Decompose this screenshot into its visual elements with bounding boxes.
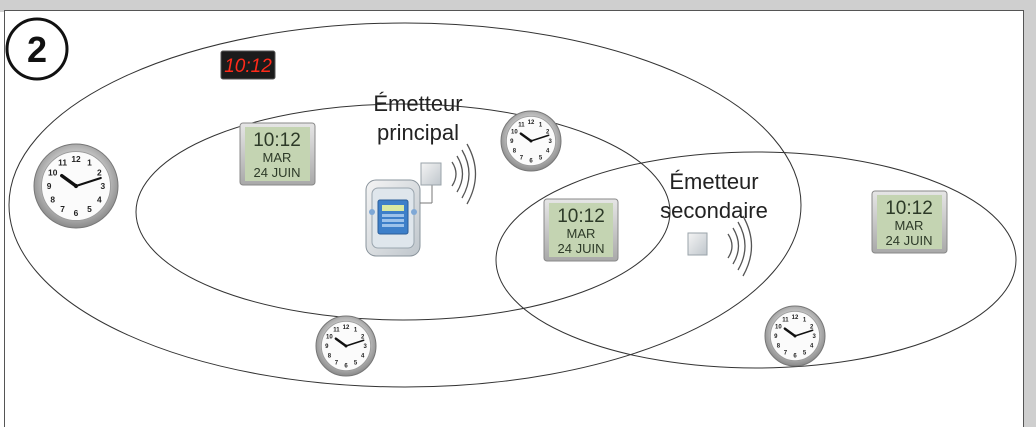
- analog-clock-top-numeral: 2: [546, 130, 550, 136]
- analog-clock-large-numeral: 5: [87, 204, 92, 214]
- primary-antenna: [420, 162, 442, 186]
- analog-clock-bottom-left-numeral: 8: [328, 354, 332, 360]
- analog-clock-bottom-right-numeral: 8: [777, 344, 781, 350]
- analog-clock-large-numeral: 10: [48, 168, 58, 178]
- analog-clock-top-numeral: 9: [510, 139, 514, 145]
- analog-clock-top-minute-hand: [530, 134, 550, 142]
- frame-right-bar: [1022, 0, 1036, 427]
- analog-clock-bottom-right-numeral: 5: [803, 351, 807, 357]
- analog-clock-top-numeral: 5: [539, 156, 543, 162]
- analog-clock-top-numeral: 1: [539, 122, 543, 128]
- analog-clock-top-numeral: 4: [546, 149, 550, 155]
- coverage-zone-secondary: [495, 151, 1017, 369]
- analog-clock-bottom-left-minute-hand: [345, 339, 365, 347]
- coverage-zone-primary: [135, 103, 671, 321]
- analog-clock-bottom-right-numeral: 9: [774, 334, 778, 340]
- analog-clock-top-numeral: 12: [528, 120, 535, 126]
- analog-clock-bottom-left-hour-hand: [334, 337, 348, 348]
- lcd-clock-1-time: 10:12: [253, 130, 301, 151]
- step-number-text: 2: [27, 29, 47, 70]
- lcd-clock-2: 10:12 MAR 24 JUIN: [543, 198, 619, 262]
- frame-top-bar: [0, 0, 1036, 12]
- led-clock-time: 10:12: [224, 56, 272, 77]
- analog-clock-bottom-right-numeral: 11: [782, 317, 789, 323]
- analog-clock-large-numeral: 9: [47, 181, 52, 191]
- analog-clock-bottom-left-numeral: 7: [335, 361, 339, 367]
- analog-clock-bottom-left-numeral: 10: [326, 335, 333, 341]
- analog-clock-bottom-left-numeral: 12: [343, 325, 350, 331]
- analog-clock-large-numeral: 11: [58, 158, 67, 168]
- secondary-antenna: [687, 232, 708, 256]
- analog-clock-bottom-left-numeral: 4: [361, 354, 365, 360]
- lcd-clock-1-date: 24 JUIN: [254, 165, 301, 180]
- primary-transmitter-label-line1: Émetteur: [373, 91, 462, 116]
- analog-clock-large-numeral: 8: [50, 194, 55, 204]
- analog-clock-bottom-left-numeral: 6: [344, 363, 348, 369]
- lcd-clock-2-date: 24 JUIN: [558, 241, 605, 256]
- analog-clock-bottom-right-numeral: 7: [784, 351, 788, 357]
- analog-clock-bottom-right-numeral: 3: [813, 334, 817, 340]
- primary-transmitter-label-line2: principal: [377, 120, 459, 145]
- analog-clock-large-numeral: 2: [97, 168, 102, 178]
- master-clock-device: [365, 179, 433, 257]
- step-number-badge: [5, 17, 69, 81]
- lcd-clock-1: 10:12 MAR 24 JUIN: [239, 122, 316, 186]
- lcd-clock-2-time: 10:12: [557, 206, 605, 227]
- lcd-clock-1-day: MAR: [263, 150, 292, 165]
- analog-clock-bottom-right-numeral: 12: [792, 315, 799, 321]
- analog-clock-bottom-right-numeral: 6: [793, 353, 797, 359]
- secondary-transmitter-label-line2: secondaire: [660, 198, 768, 223]
- analog-clock-top-numeral: 6: [529, 158, 533, 164]
- analog-clock-bottom-right-minute-hand: [794, 329, 814, 337]
- analog-clock-bottom-left-numeral: 1: [354, 327, 358, 333]
- analog-clock-top-numeral: 7: [520, 156, 524, 162]
- analog-clock-large-numeral: 1: [87, 158, 92, 168]
- analog-clock-top-numeral: 11: [518, 122, 525, 128]
- analog-clock-bottom-left-numeral: 5: [354, 361, 358, 367]
- analog-clock-bottom-left-numeral: 9: [325, 344, 329, 350]
- secondary-radio-waves-icon: [727, 215, 753, 277]
- analog-clock-bottom-right-numeral: 4: [810, 344, 814, 350]
- analog-clock-large-numeral: 4: [97, 194, 102, 204]
- analog-clock-large-numeral: 3: [101, 181, 106, 191]
- analog-clock-bottom-right-numeral: 1: [803, 317, 807, 323]
- lcd-clock-3-time: 10:12: [885, 198, 933, 219]
- frame-border: [4, 10, 1024, 427]
- analog-clock-large-numeral: 6: [74, 208, 79, 218]
- analog-clock-large-numeral: 12: [71, 154, 81, 164]
- analog-clock-bottom-right-numeral: 2: [810, 325, 814, 331]
- analog-clock-top-hour-hand: [519, 132, 533, 143]
- led-digital-clock: 10:12: [220, 50, 276, 80]
- secondary-transmitter-label-line1: Émetteur: [669, 169, 758, 194]
- coverage-zone-outer: [8, 22, 802, 388]
- analog-clock-top-numeral: 10: [511, 130, 518, 136]
- analog-clock-large-minute-hand: [74, 176, 102, 188]
- lcd-clock-3-date: 24 JUIN: [886, 233, 933, 248]
- analog-clock-top-numeral: 8: [513, 149, 517, 155]
- analog-clock-bottom-left-numeral: 3: [364, 344, 368, 350]
- analog-clock-bottom-left-numeral: 2: [361, 335, 365, 341]
- analog-clock-bottom-right-numeral: 10: [775, 325, 782, 331]
- lcd-clock-2-day: MAR: [567, 226, 596, 241]
- analog-clock-bottom-left-numeral: 11: [333, 327, 340, 333]
- analog-clock-top-numeral: 3: [549, 139, 553, 145]
- analog-clock-large-numeral: 7: [60, 204, 65, 214]
- analog-clock-large-hour-hand: [60, 173, 78, 188]
- lcd-clock-3-day: MAR: [895, 218, 924, 233]
- lcd-clock-3: 10:12 MAR 24 JUIN: [871, 190, 948, 254]
- primary-radio-waves-icon: [451, 143, 477, 205]
- analog-clock-bottom-right-hour-hand: [783, 327, 797, 338]
